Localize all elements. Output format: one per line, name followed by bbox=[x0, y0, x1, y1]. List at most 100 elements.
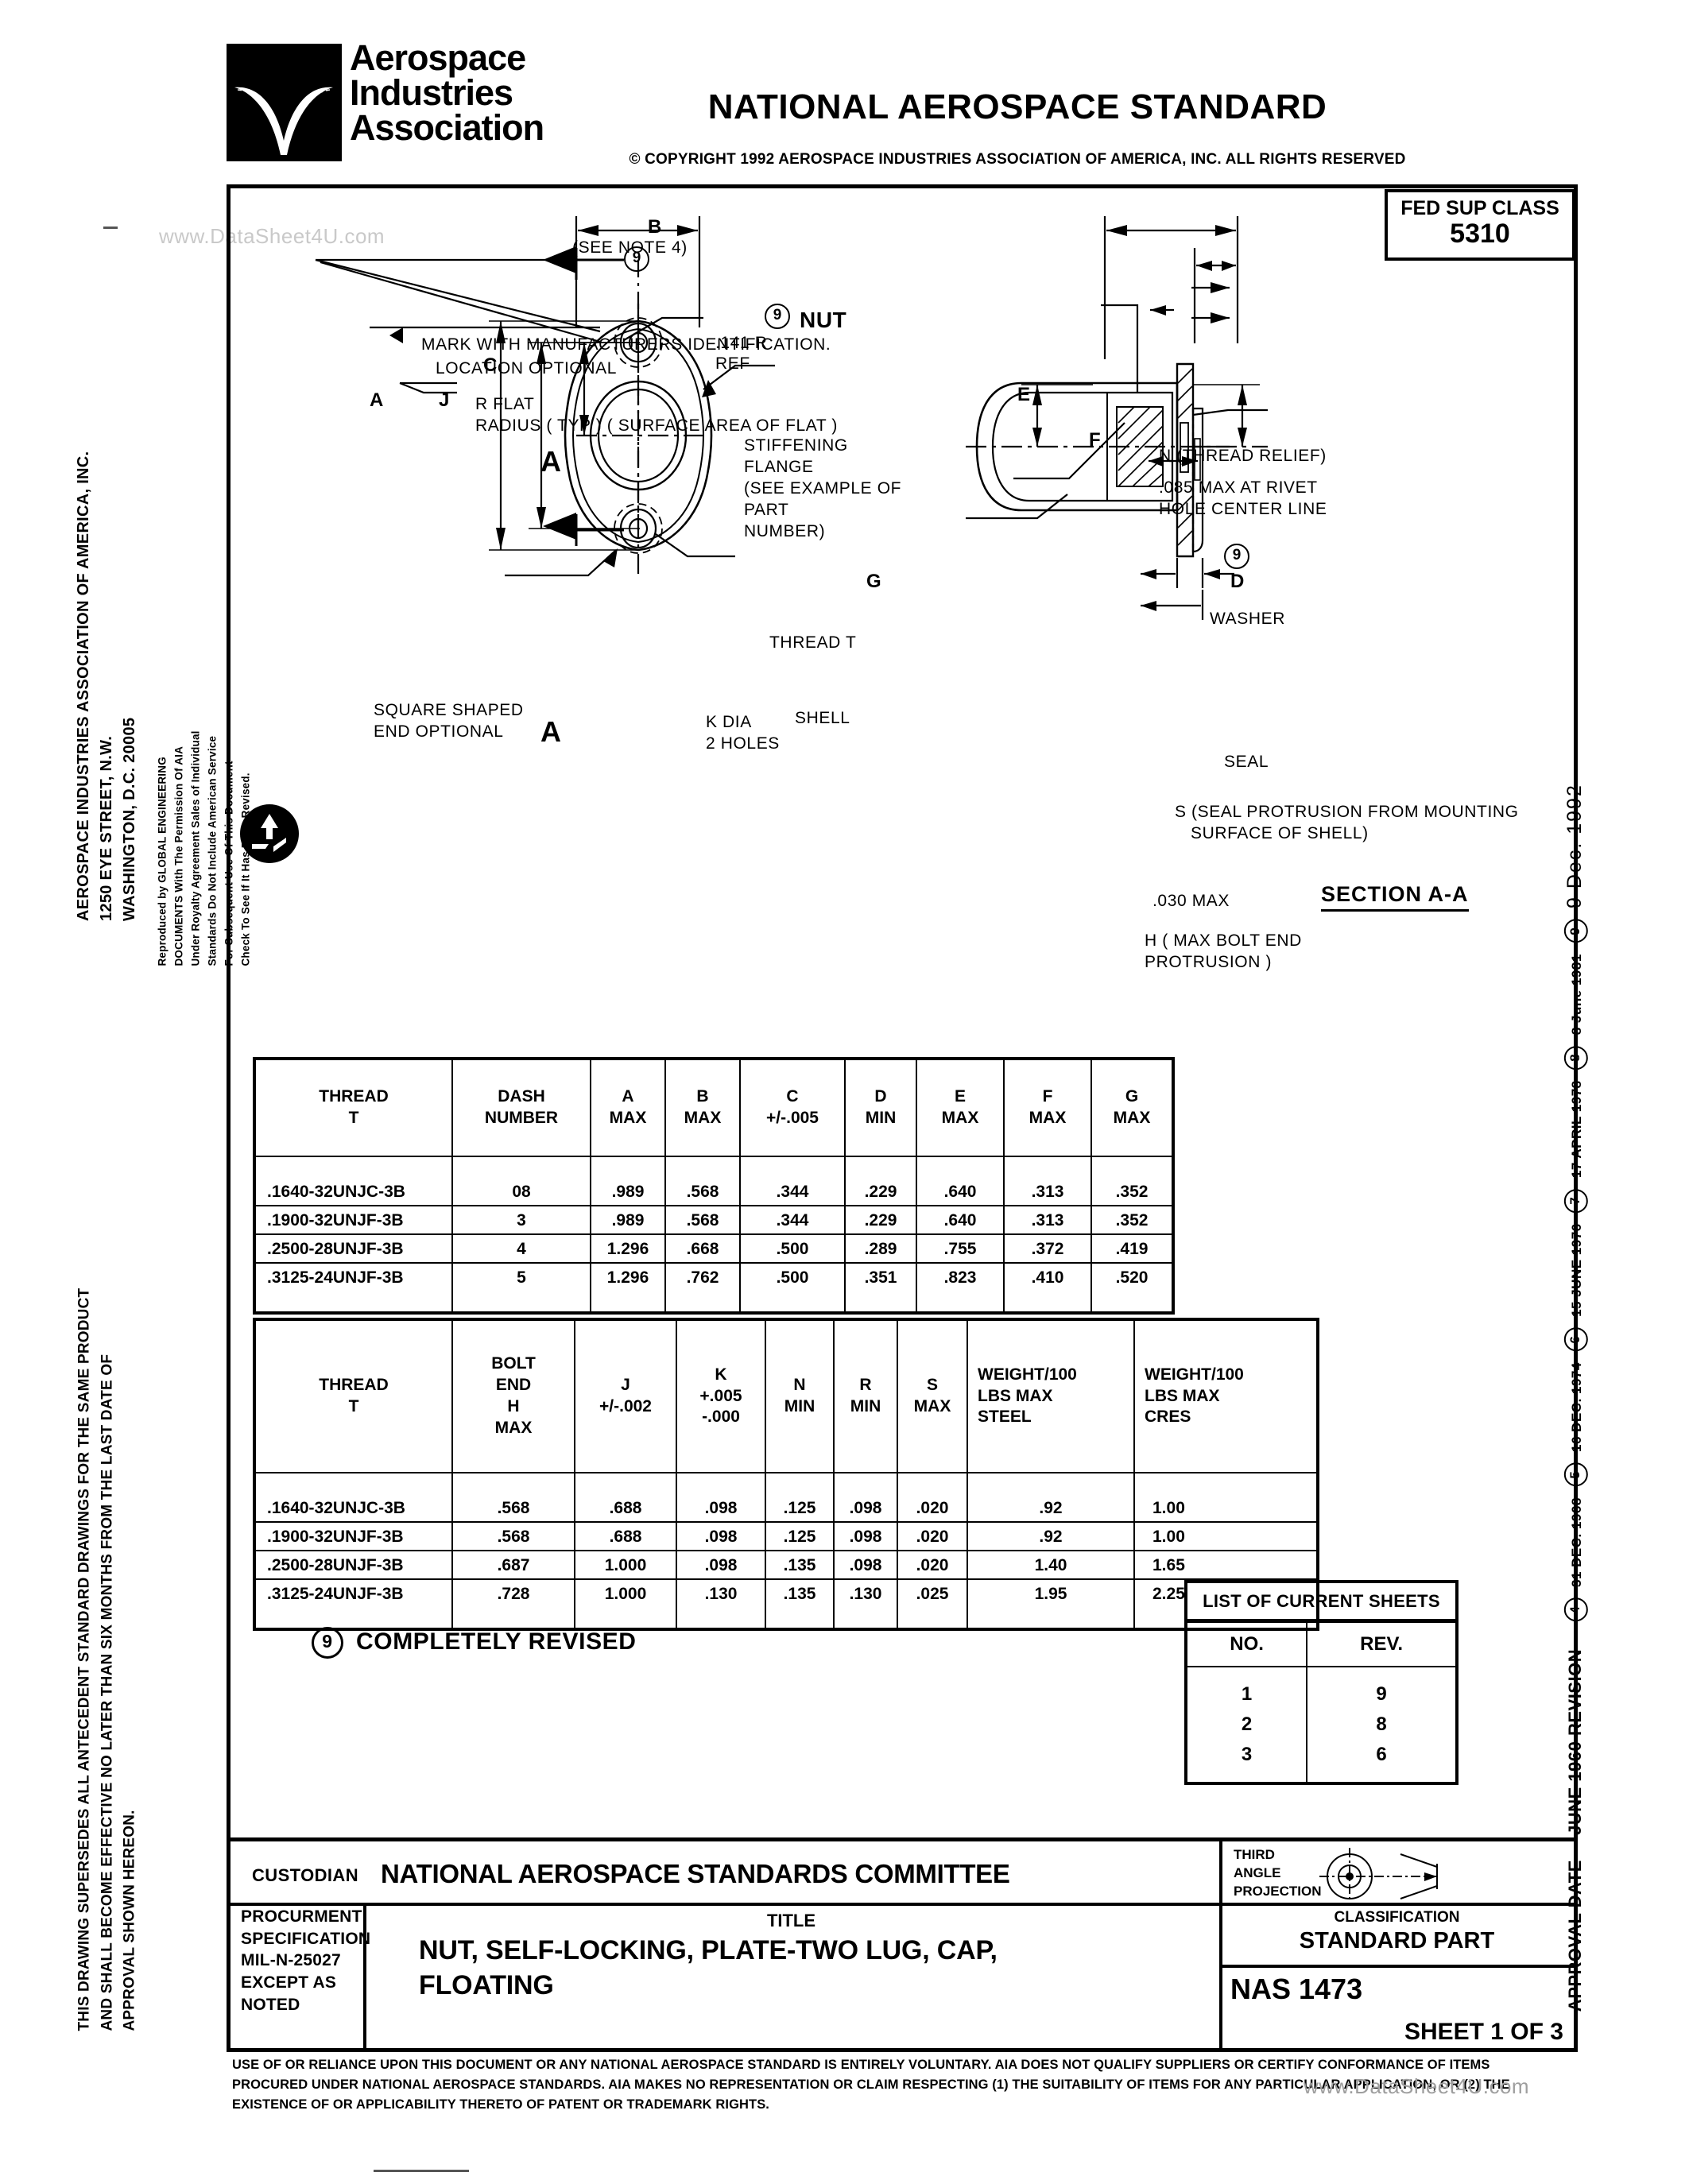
label-radius-typ: RADIUS ( TYP ) ( SURFACE AREA OF FLAT ) bbox=[475, 416, 838, 435]
classification-value: STANDARD PART bbox=[1299, 1928, 1495, 1954]
aia-logo: Aerospace Industries Association bbox=[227, 40, 544, 163]
edge-tick-left bbox=[103, 227, 118, 229]
cell-h: .568 bbox=[451, 1472, 575, 1523]
cell-thread: .1900-32UNJF-3B bbox=[254, 1521, 453, 1551]
proc-line-2: SPECIFICATION bbox=[241, 1929, 371, 1948]
address-line-2: 1250 EYE STREET, N.W. bbox=[98, 735, 115, 921]
address-line-1: AEROSPACE INDUSTRIES ASSOCIATION OF AMER… bbox=[75, 451, 92, 921]
cell-f: .372 bbox=[1003, 1233, 1092, 1264]
revision-date-7: 17 APRIL 1978 bbox=[1568, 1080, 1584, 1179]
label-n-thread-relief: N (THREAD RELIEF) bbox=[1159, 447, 1327, 465]
cell-h: .568 bbox=[451, 1521, 575, 1551]
repro-line-2: DOCUMENTS With The Permission Of AIA bbox=[172, 745, 185, 966]
dimension-f-section: F bbox=[1089, 429, 1101, 451]
proc-line-1: PROCURMENT bbox=[241, 1907, 362, 1926]
cell-a: 1.296 bbox=[590, 1262, 666, 1314]
cell-e: .640 bbox=[916, 1156, 1005, 1206]
recycle-icon bbox=[238, 803, 300, 865]
cell-thread: .1640-32UNJC-3B bbox=[254, 1156, 453, 1206]
cell-e: .755 bbox=[916, 1233, 1005, 1264]
disclaimer-line-3: EXISTENCE OF OR APPLICABILITY THERETO OF… bbox=[232, 2097, 769, 2112]
disclaimer-line-1: USE OF OR RELIANCE UPON THIS DOCUMENT OR… bbox=[232, 2058, 1490, 2072]
classification-cell: CLASSIFICATION STANDARD PART NAS 1473 SH… bbox=[1219, 1906, 1575, 2049]
revision-date-4: 31 DEC. 1968 bbox=[1568, 1497, 1584, 1587]
table-row: .2500-28UNJF-3B .687 1.000 .098 .135 .09… bbox=[254, 1550, 1319, 1580]
edge-tick-bottom bbox=[374, 2170, 469, 2172]
base-revision-label: JUNE 1960 REVISION bbox=[1564, 1648, 1585, 1835]
cell-d: .289 bbox=[844, 1233, 917, 1264]
cell-k: .098 bbox=[676, 1550, 766, 1580]
address-line-3: WASHINGTON, D.C. 20005 bbox=[121, 717, 138, 921]
cell-n: .125 bbox=[765, 1521, 835, 1551]
th2-k: K+.005-.000 bbox=[676, 1319, 766, 1473]
cell-n: .135 bbox=[765, 1550, 835, 1580]
cell-n: .125 bbox=[765, 1472, 835, 1523]
revision-balloon-6: 6 bbox=[1564, 1327, 1588, 1352]
custodian-label: CUSTODIAN bbox=[252, 1865, 358, 1885]
cell-j: 1.000 bbox=[574, 1578, 677, 1630]
proc-line-5: NOTED bbox=[241, 1995, 300, 2014]
drawing-frame bbox=[227, 184, 1578, 2052]
dimension-e-section: E bbox=[1017, 384, 1031, 405]
proc-line-3: MIL-N-25027 bbox=[241, 1951, 341, 1970]
revision-balloon-plan-top: 9 bbox=[624, 246, 649, 272]
cell-j: 1.000 bbox=[574, 1550, 677, 1580]
cell-a: .989 bbox=[590, 1156, 666, 1206]
sheets-title: LIST OF CURRENT SHEETS bbox=[1187, 1583, 1455, 1621]
sheet-number: SHEET 1 OF 3 bbox=[1404, 2019, 1563, 2045]
cell-dash: 5 bbox=[451, 1262, 591, 1314]
cell-a: 1.296 bbox=[590, 1233, 666, 1264]
revision-balloon-7: 7 bbox=[1564, 1188, 1588, 1213]
label-r-flat: R FLAT bbox=[475, 395, 535, 413]
sheets-no: 1 bbox=[1187, 1666, 1308, 1710]
label-ref: REF bbox=[715, 354, 750, 373]
label-2-holes: 2 HOLES bbox=[706, 734, 780, 753]
repro-line-4: Standards Do Not Include American Servic… bbox=[206, 735, 219, 966]
label-location-optional: LOCATION OPTIONAL bbox=[436, 359, 618, 378]
label-030-max: .030 MAX bbox=[1152, 892, 1230, 910]
title-block-lower: PROCURMENT SPECIFICATION MIL-N-25027 EXC… bbox=[230, 1906, 1575, 2049]
cell-thread: .3125-24UNJF-3B bbox=[254, 1262, 453, 1314]
label-141r: .141 R bbox=[715, 334, 768, 352]
revision-balloon-4: 4 bbox=[1564, 1597, 1588, 1622]
label-085-max: .085 MAX AT RIVET bbox=[1159, 478, 1318, 497]
watermark-top: www.DataSheet4U.com bbox=[159, 224, 385, 248]
disclaimer-line-2: PROCURED UNDER NATIONAL AEROSPACE STANDA… bbox=[232, 2078, 1510, 2093]
cell-d: .229 bbox=[844, 1205, 917, 1235]
cell-g: .419 bbox=[1090, 1233, 1174, 1264]
table-row: .3125-24UNJF-3B .728 1.000 .130 .135 .13… bbox=[254, 1578, 1319, 1630]
cell-d: .351 bbox=[844, 1262, 917, 1314]
cell-s: .025 bbox=[897, 1578, 968, 1630]
title-value-line2: FLOATING bbox=[419, 1970, 554, 2001]
cell-thread: .2500-28UNJF-3B bbox=[254, 1550, 453, 1580]
disclaimer-block: USE OF OR RELIANCE UPON THIS DOCUMENT OR… bbox=[232, 2055, 1583, 2115]
cell-weight-cres: 1.65 bbox=[1133, 1550, 1319, 1580]
procurement-spec-cell: PROCURMENT SPECIFICATION MIL-N-25027 EXC… bbox=[230, 1906, 371, 2049]
cell-c: .344 bbox=[739, 1156, 846, 1206]
cell-g: .520 bbox=[1090, 1262, 1174, 1314]
label-mark-with-mfr: MARK WITH MANUFACTURERS IDENTIFICATION. bbox=[421, 335, 831, 354]
cell-b: .668 bbox=[664, 1233, 741, 1264]
repro-line-3: Under Royalty Agreement Sales of Individ… bbox=[189, 730, 202, 966]
dimension-a-plan: A bbox=[370, 389, 384, 411]
label-see-example-of: (SEE EXAMPLE OF bbox=[744, 479, 902, 498]
label-hole-center-line: HOLE CENTER LINE bbox=[1159, 500, 1327, 518]
cell-dash: 3 bbox=[451, 1205, 591, 1235]
label-nut: NUT bbox=[800, 308, 847, 332]
supersede-line-1: THIS DRAWING SUPERSEDES ALL ANTECEDENT S… bbox=[76, 1288, 93, 2031]
supersede-line-2: AND SHALL BECOME EFFECTIVE NO LATER THAN… bbox=[99, 1353, 115, 2031]
sheets-rev: 9 bbox=[1306, 1666, 1455, 1710]
title-label: TITLE bbox=[766, 1911, 816, 1930]
cell-d: .229 bbox=[844, 1156, 917, 1206]
